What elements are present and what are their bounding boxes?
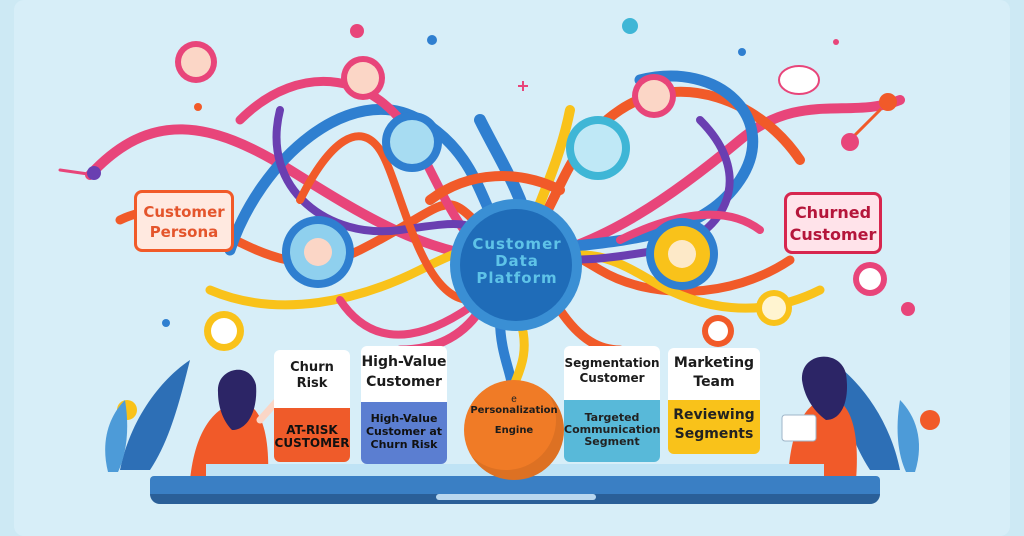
card-title-line: High-Value [361,354,447,370]
card-title-line: Customer [366,374,442,390]
card-body-line: Churn Risk [370,438,438,451]
card-body-line: Customer at [365,425,443,438]
card-title-line: Risk [296,376,328,391]
card-header: Marketing Team [668,348,760,400]
card-body-line: Segments [674,426,754,442]
card-title-line: Churn [290,360,334,375]
cdp-hub-inner [460,209,572,321]
marketing-team-card: Marketing Team Reviewing Segments [668,348,760,454]
card-body-line: High-Value [370,412,438,425]
card-header: High-Value Customer [361,346,447,402]
avatar-icon [304,238,332,266]
laptop-body [150,476,880,498]
engine-icon: e [511,394,517,405]
cdp-line-1: Customer [472,235,562,253]
card-title-line: Team [693,374,735,390]
engine-line-2: Engine [494,425,534,436]
personalization-engine-ball [464,380,564,480]
churned-line-1: Churned [794,203,872,222]
card-body-line: Targeted [584,411,640,424]
card-body: Targeted Communication Segment [564,400,660,462]
card-title-line: Customer [579,371,645,385]
card-body: AT-RISK CUSTOMER [274,408,350,462]
persona-line-1: Customer [143,203,225,221]
customer-persona-label: Customer Persona [134,190,234,252]
card-body-line: Reviewing [673,407,755,423]
persona-line-2: Persona [149,223,219,241]
high-value-customer-card: High-Value Customer High-Value Customer … [361,346,447,464]
churned-line-2: Customer [789,225,877,244]
churned-customer-label: Churned Customer [784,192,882,254]
person-illustration [190,369,282,480]
segmentation-card: Segmentation Customer Targeted Communica… [564,346,660,462]
card-body-line: Segment [584,435,640,448]
person-illustration [781,356,857,480]
personalization-engine-label: Personalization Engine [464,404,564,438]
laptop-trackpad [436,494,596,500]
card-title-line: Segmentation [564,356,660,370]
churn-risk-card: Churn Risk AT-RISK CUSTOMER [274,350,350,462]
card-body-line: Communication [564,423,660,436]
card-body: Reviewing Segments [668,400,760,454]
cdp-title: Customer Data Platform [452,236,582,287]
card-body-line: CUSTOMER [274,436,350,450]
card-title-line: Marketing [673,355,755,371]
cdp-line-2: Data [495,252,539,270]
chat-bubble-icon [778,65,820,95]
cdp-line-3: Platform [476,269,558,287]
card-body-line: AT-RISK [286,423,338,437]
card-header: Churn Risk [274,350,350,408]
avatar-icon [668,240,696,268]
engine-line-1: Personalization [470,405,558,416]
card-body: High-Value Customer at Churn Risk [361,402,447,464]
card-header: Segmentation Customer [564,346,660,400]
